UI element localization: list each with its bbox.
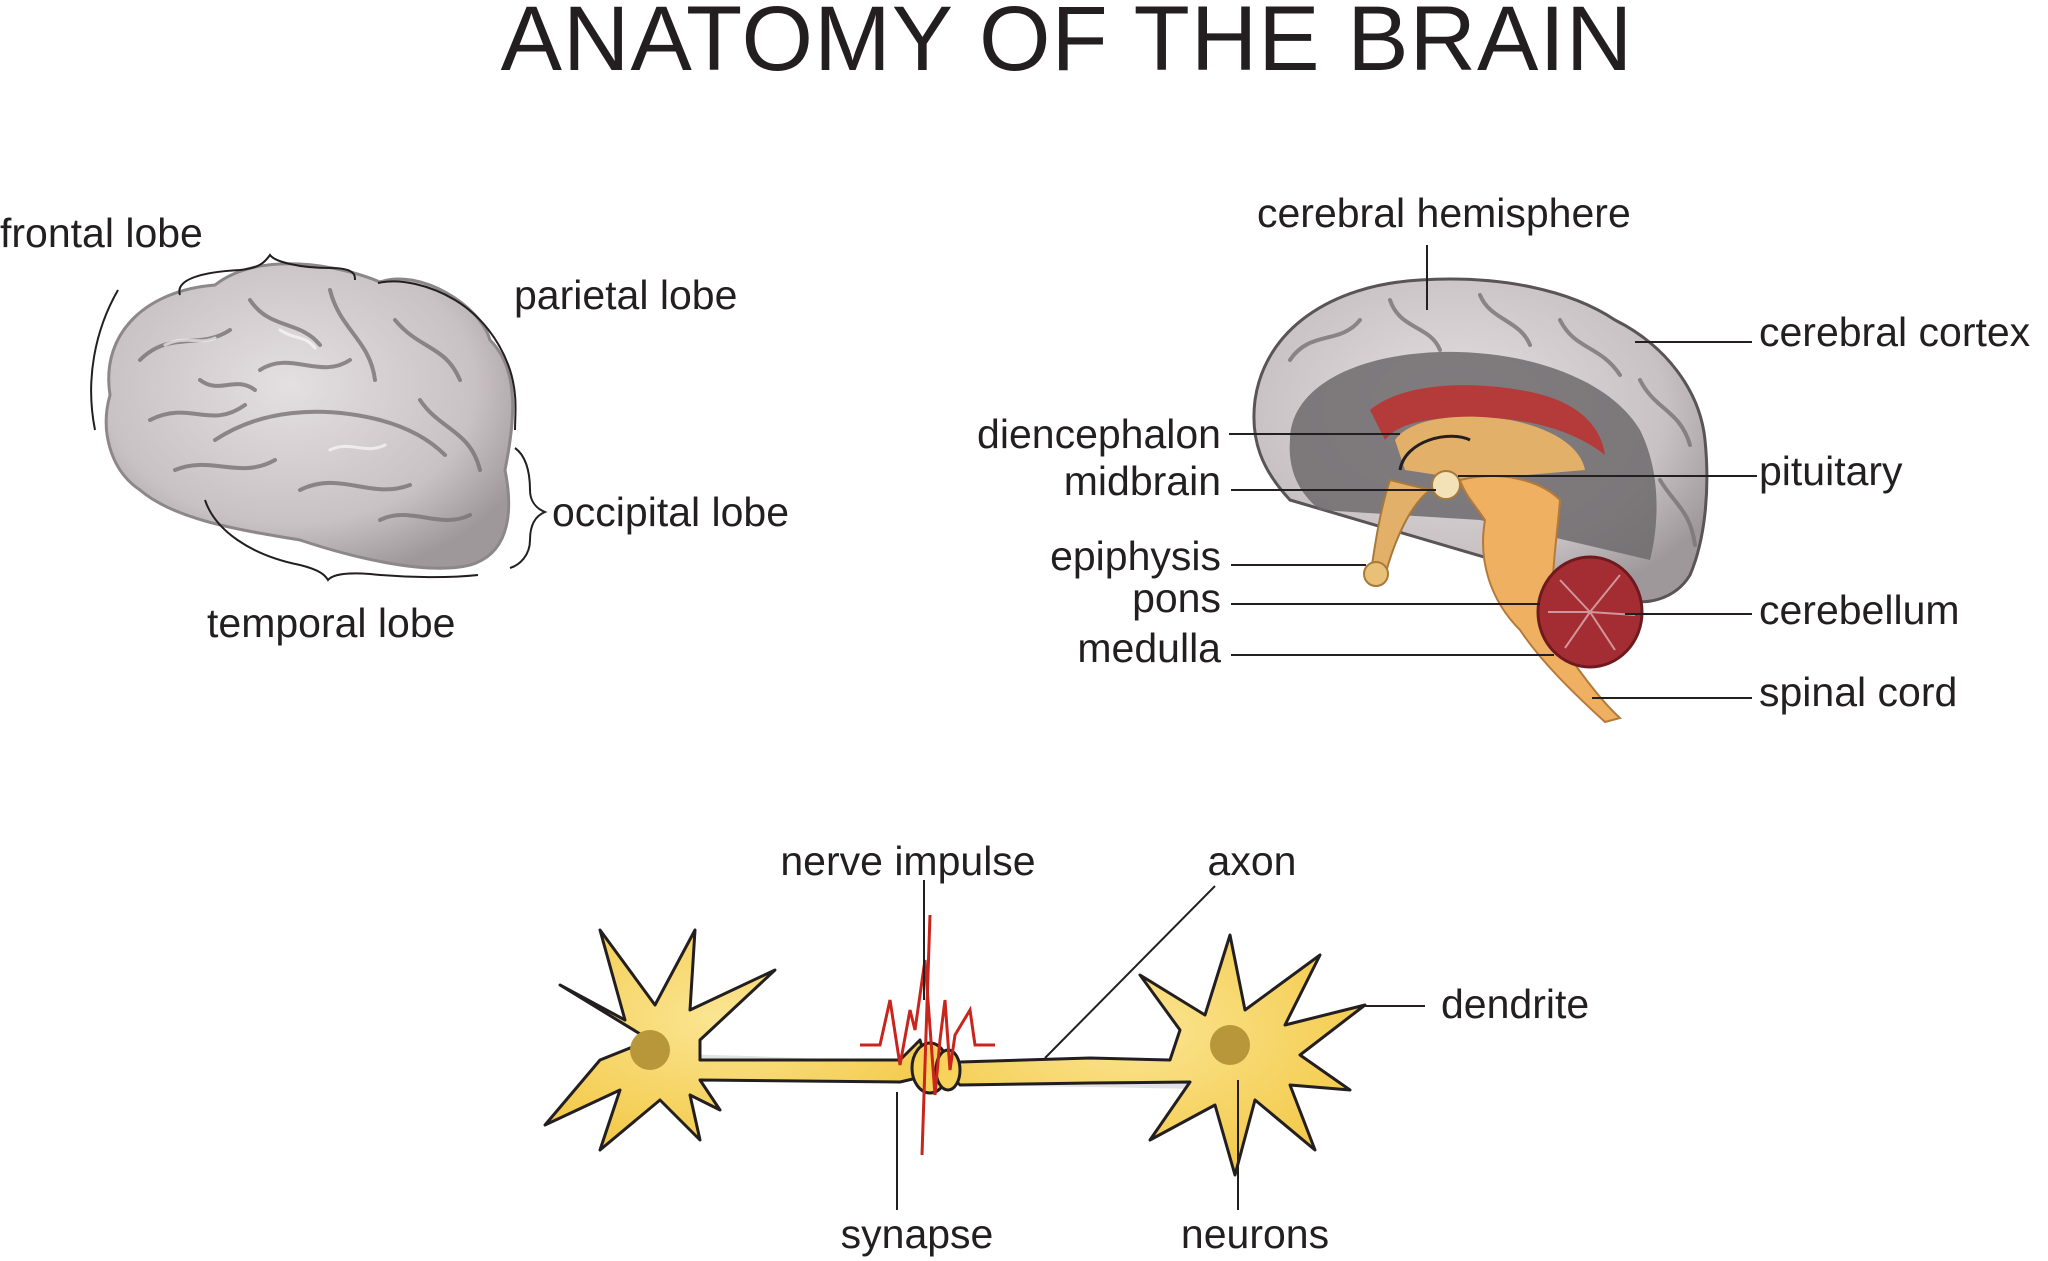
label-epiphysis: epiphysis — [1050, 533, 1221, 579]
label-dendrite: dendrite — [1441, 981, 1589, 1027]
page-title: ANATOMY OF THE BRAIN — [501, 0, 1634, 90]
label-temporal-lobe: temporal lobe — [207, 600, 455, 646]
label-cerebral-hemisphere: cerebral hemisphere — [1257, 190, 1631, 236]
label-frontal-lobe: frontal lobe — [0, 210, 203, 256]
label-pons: pons — [1132, 575, 1221, 621]
label-spinal-cord: spinal cord — [1759, 669, 1957, 715]
lateral-brain-illustration — [104, 262, 515, 570]
label-cerebellum: cerebellum — [1759, 587, 1960, 633]
label-cerebral-cortex: cerebral cortex — [1759, 309, 2031, 355]
sagittal-brain-illustration — [1252, 277, 1709, 724]
label-neurons: neurons — [1181, 1211, 1329, 1257]
label-axon: axon — [1208, 838, 1297, 884]
sagittal-leader-lines — [1229, 245, 1757, 699]
neuron-leader-lines — [896, 880, 1425, 1210]
label-medulla: medulla — [1077, 625, 1221, 671]
label-diencephalon: diencephalon — [977, 411, 1221, 457]
label-parietal-lobe: parietal lobe — [514, 272, 737, 318]
lobe-brackets — [90, 253, 548, 582]
neurons-illustration — [543, 914, 1367, 1177]
label-pituitary: pituitary — [1759, 448, 1903, 494]
label-occipital-lobe: occipital lobe — [552, 489, 789, 535]
label-midbrain: midbrain — [1064, 458, 1221, 504]
label-nerve-impulse: nerve impulse — [780, 838, 1035, 884]
label-synapse: synapse — [841, 1211, 994, 1257]
